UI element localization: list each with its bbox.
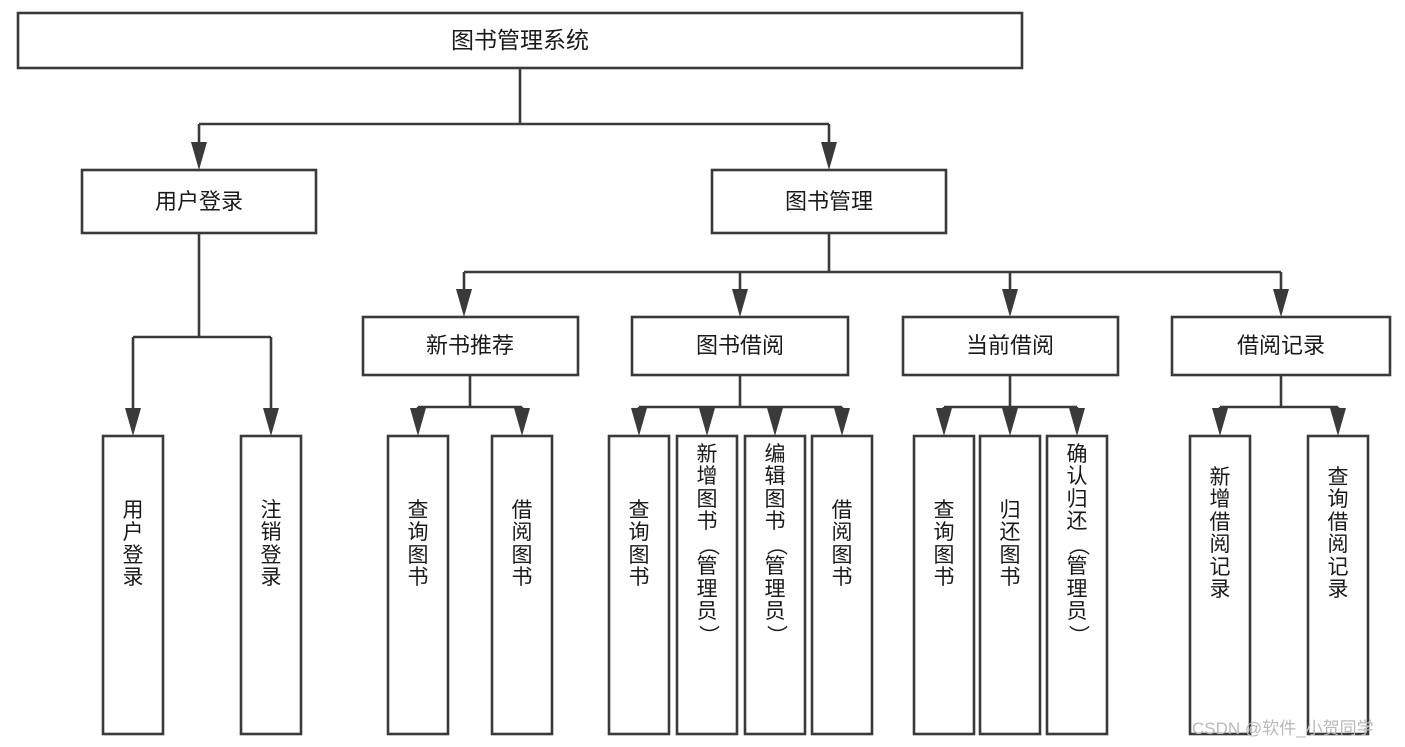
node-label-book-manage: 图书管理 [785, 189, 873, 214]
arrow-head-new-book-leaf1 [410, 408, 426, 436]
node-label-new-book-recommend: 新书推荐 [426, 333, 514, 358]
arrow-head-book-borrow [732, 289, 748, 317]
connector-group-root [191, 68, 837, 170]
leaf-box-user-login-2[interactable] [239, 434, 303, 736]
arrow-head-br-leaf2 [1330, 408, 1346, 436]
arrow-head-bb-leaf2 [699, 408, 715, 436]
node-box-user-login[interactable] [80, 168, 318, 235]
leaf-box-borrow-record-2[interactable] [1306, 434, 1370, 736]
leaf-box-book-borrow-3[interactable] [743, 434, 807, 736]
arrow-head-bb-leaf4 [834, 408, 850, 436]
node-label-book-borrow: 图书借阅 [696, 333, 784, 358]
leaf-box-user-login-1[interactable] [101, 434, 165, 736]
arrow-head-book-manage [821, 142, 837, 170]
arrow-head-user-login-leaf1 [125, 408, 141, 436]
arrow-head-bb-leaf3 [767, 408, 783, 436]
arrow-head-new-book-leaf2 [514, 408, 530, 436]
node-box-borrow-record[interactable] [1170, 315, 1392, 377]
connector-group-user-login [125, 233, 279, 436]
arrow-head-user-login-leaf2 [263, 408, 279, 436]
leaf-box-current-borrow-1[interactable] [912, 434, 976, 736]
arrow-head-cb-leaf1 [936, 408, 952, 436]
leaf-box-borrow-record-1[interactable] [1188, 434, 1252, 736]
node-box-new-book-recommend[interactable] [361, 315, 580, 377]
node-box-current-borrow[interactable] [901, 315, 1120, 377]
node-box-book-borrow[interactable] [630, 315, 850, 377]
arrow-head-new-book [456, 289, 472, 317]
leaf-box-current-borrow-2[interactable] [978, 434, 1042, 736]
leaf-box-book-borrow-4[interactable] [810, 434, 874, 736]
leaf-box-new-book-2[interactable] [490, 434, 554, 736]
arrow-head-cb-leaf2 [1002, 408, 1018, 436]
arrow-head-bb-leaf1 [631, 408, 647, 436]
node-label-borrow-record: 借阅记录 [1237, 333, 1325, 358]
node-box-book-manage[interactable] [710, 168, 948, 235]
arrow-head-cb-leaf3 [1069, 408, 1085, 436]
connector-group-current-borrow [936, 375, 1085, 436]
connector-group-borrow-record [1212, 375, 1346, 436]
connector-group-book-borrow [631, 375, 850, 436]
arrow-head-user-login [191, 142, 207, 170]
arrow-head-borrow-record [1273, 289, 1289, 317]
arrow-head-current-borrow [1002, 289, 1018, 317]
connector-group-new-book [410, 375, 530, 436]
leaf-box-current-borrow-3[interactable] [1045, 434, 1109, 736]
leaf-box-book-borrow-2[interactable] [675, 434, 739, 736]
node-label-user-login: 用户登录 [155, 189, 243, 214]
arrow-head-br-leaf1 [1212, 408, 1228, 436]
node-box-root[interactable] [16, 11, 1024, 70]
connector-group-book-manage [456, 233, 1289, 317]
node-label-root: 图书管理系统 [451, 27, 589, 53]
leaf-box-new-book-1[interactable] [386, 434, 450, 736]
leaf-box-book-borrow-1[interactable] [607, 434, 671, 736]
node-label-current-borrow: 当前借阅 [966, 333, 1054, 358]
